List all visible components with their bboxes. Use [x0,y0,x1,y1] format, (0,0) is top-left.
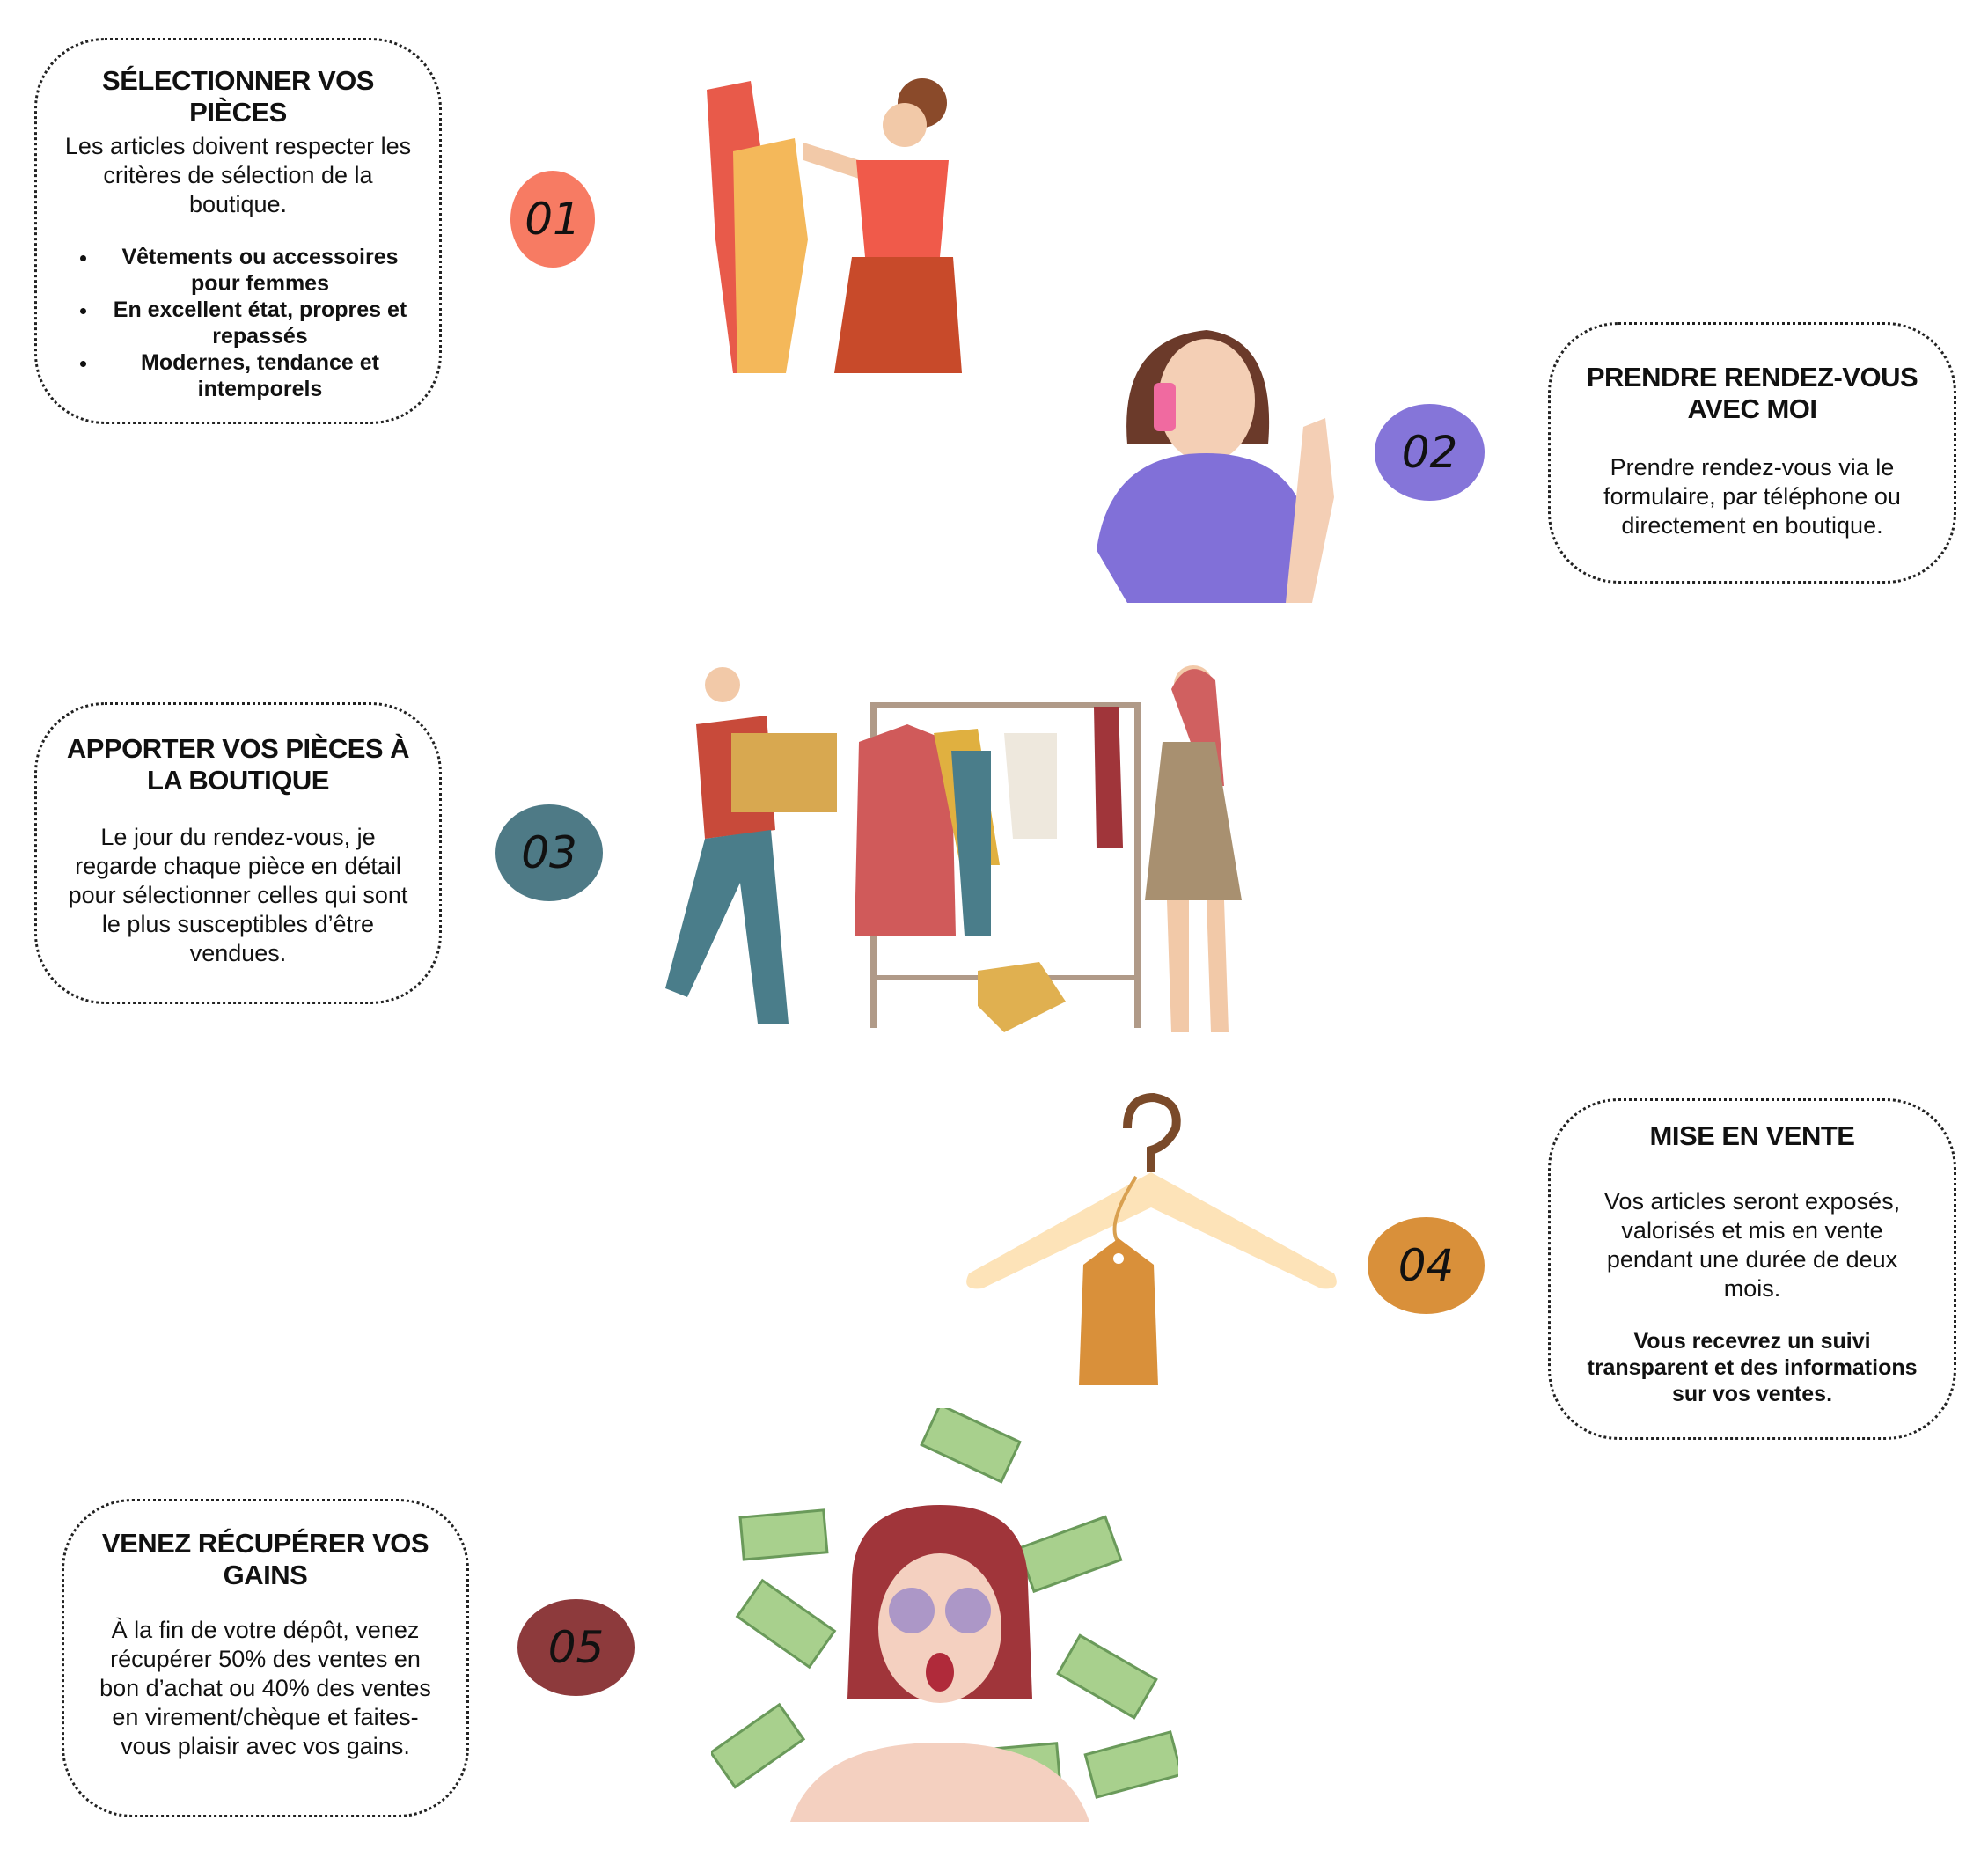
step-3-card: APPORTER VOS PIÈCES À LA BOUTIQUE Le jou… [34,702,442,1004]
criteria-item: Modernes, tendance et intemporels [99,349,413,402]
criteria-item: Vêtements ou accessoires pour femmes [99,244,413,297]
step-2-text: Prendre rendez-vous via le formulaire, p… [1603,454,1901,539]
step-2-card: PRENDRE RENDEZ-VOUS AVEC MOI Prendre ren… [1548,322,1956,584]
woman-on-phone-illustration [1097,330,1334,603]
step-5-number-badge: 05 [517,1599,635,1696]
step-4-bold-text: Vous recevrez un suivi transparent et de… [1587,1329,1918,1406]
step-5-text: À la fin de votre dépôt, venez récupérer… [99,1617,431,1759]
step-1-criteria-list: Vêtements ou accessoires pour femmes En … [63,244,413,402]
step-2-title: PRENDRE RENDEZ-VOUS AVEC MOI [1586,362,1918,424]
woman-money-illustration [711,1408,1178,1822]
step-1-card: SÉLECTIONNER VOS PIÈCES Les articles doi… [34,38,442,424]
step-4-number-badge: 04 [1368,1217,1485,1314]
hanger-price-tag-illustration [966,1093,1337,1385]
step-5-card: VENEZ RÉCUPÉRER VOS GAINS À la fin de vo… [62,1499,469,1817]
step-1-number-badge: 01 [510,171,595,268]
step-4-text: Vos articles seront exposés, valorisés e… [1603,1188,1901,1302]
step-3-title: APPORTER VOS PIÈCES À LA BOUTIQUE [66,733,410,796]
step-2-number-badge: 02 [1375,404,1485,501]
woman-choosing-clothes-illustration [707,78,962,373]
step-1-title: SÉLECTIONNER VOS PIÈCES [102,65,374,128]
step-4-card: MISE EN VENTE Vos articles seront exposé… [1548,1098,1956,1440]
step-3-number-badge: 03 [495,804,603,901]
women-clothing-rack-illustration [665,665,1242,1032]
step-4-title: MISE EN VENTE [1649,1120,1855,1151]
step-1-text: Les articles doivent respecter les critè… [64,133,412,217]
step-3-text: Le jour du rendez-vous, je regarde chaqu… [68,824,408,966]
step-5-title: VENEZ RÉCUPÉRER VOS GAINS [101,1528,429,1590]
criteria-item: En excellent état, propres et repassés [99,297,413,349]
